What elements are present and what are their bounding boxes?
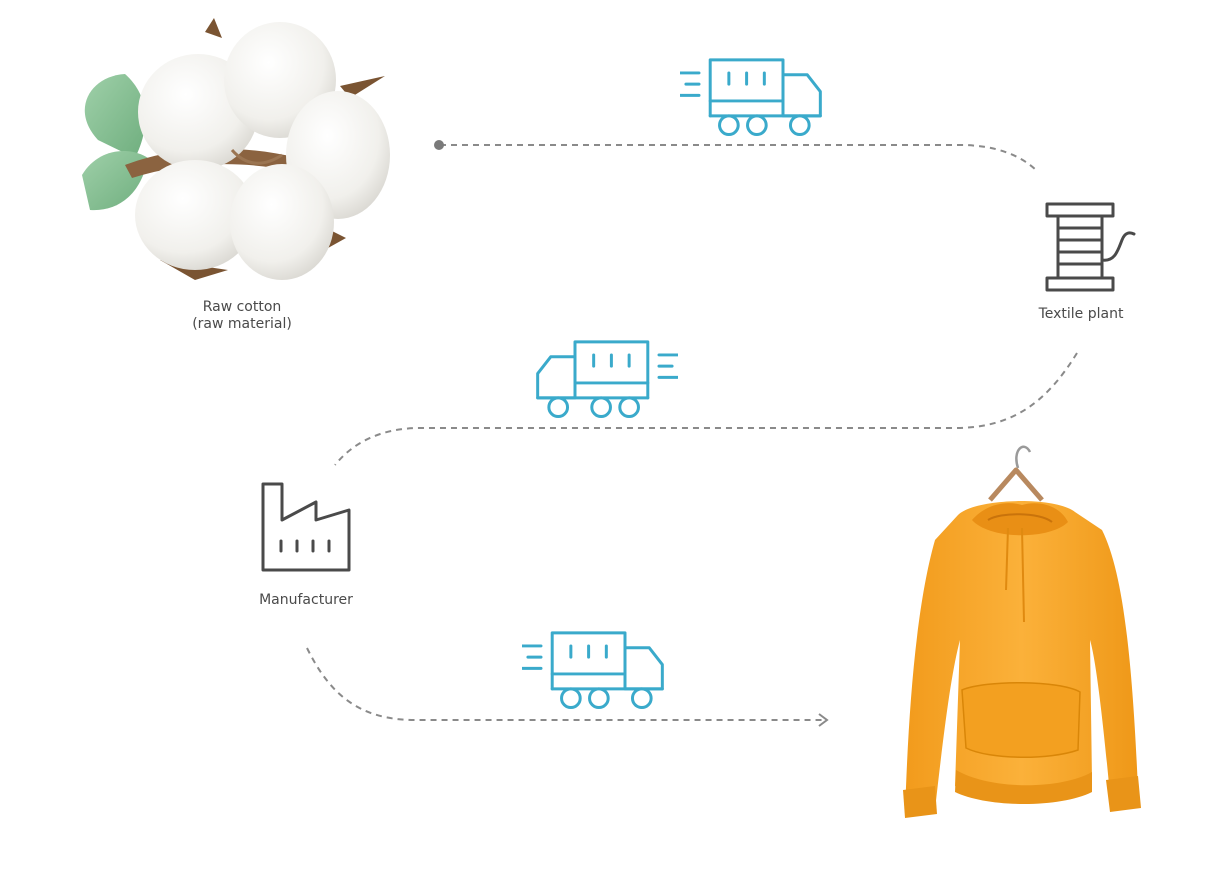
truck-icon-3 [522,631,664,710]
raw-cotton-label-line2: (raw material) [192,316,292,332]
route-cotton-to-textile [440,144,1037,171]
thread-spool-icon [1045,202,1136,292]
route-textile-to-manufacturer [334,352,1078,466]
manufacturer-label: Manufacturer [259,592,353,608]
cotton-boll-image [82,18,390,280]
textile-plant-label: Textile plant [1038,306,1124,322]
route-arrowhead [818,713,829,727]
raw-cotton-label: Raw cotton (raw material) [172,299,312,333]
truck-icon-1 [680,58,822,137]
raw-cotton-label-line1: Raw cotton [202,299,282,315]
factory-icon [261,482,351,572]
route-manufacturer-to-product [306,647,825,721]
orange-hoodie-image [903,445,1141,818]
route-start-dot [434,140,444,150]
truck-icon-2 [536,340,678,419]
